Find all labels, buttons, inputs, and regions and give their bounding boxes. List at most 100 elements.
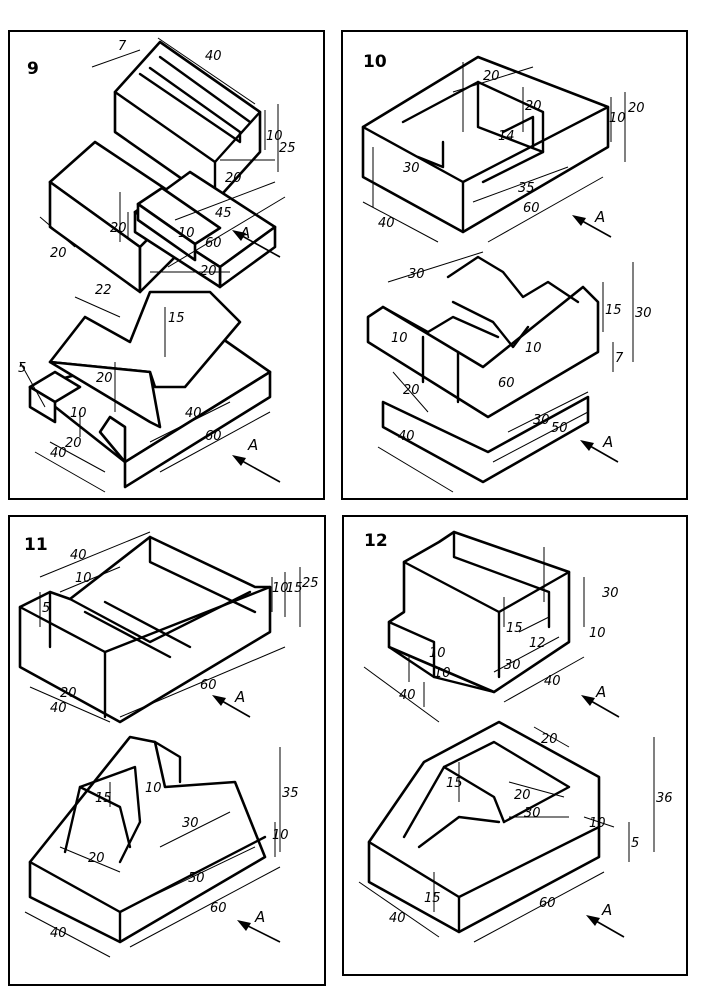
dim-label: 15 bbox=[605, 303, 622, 318]
dim-label: 20 bbox=[88, 851, 105, 866]
dim-label: 45 bbox=[215, 206, 232, 221]
dim-label: 60 bbox=[205, 429, 222, 444]
dim-label: 15 bbox=[506, 621, 523, 636]
dim-label: 20 bbox=[514, 788, 531, 803]
dim-label: 20 bbox=[483, 69, 500, 84]
dim-label: 50 bbox=[551, 421, 568, 436]
dim-label: 20 bbox=[65, 436, 82, 451]
dim-label: 40 bbox=[389, 911, 406, 926]
dim-label: 40 bbox=[70, 548, 87, 563]
dim-label: 20 bbox=[541, 732, 558, 747]
dim-label: 10 bbox=[589, 626, 606, 641]
dim-label: 40 bbox=[50, 701, 67, 716]
dim-label: 10 bbox=[391, 331, 408, 346]
dim-label: 10 bbox=[272, 828, 289, 843]
dim-label: 25 bbox=[302, 576, 319, 591]
dim-label: 40 bbox=[399, 688, 416, 703]
dim-label: 30 bbox=[403, 161, 420, 176]
view-arrow-label: A bbox=[234, 688, 245, 706]
dim-label: 30 bbox=[602, 586, 619, 601]
part-drawing-top: 7 40 10 25 20 20 10 45 60 20 A bbox=[39, 37, 296, 294]
view-arrow-label: A bbox=[239, 224, 250, 242]
isometric-part-drawings: 40 10 5 10 15 25 20 40 60 A bbox=[18, 531, 319, 958]
exercise-panel-12: 12 30 15 10 12 10 10 30 40 40 bbox=[342, 515, 688, 976]
dim-label: 20 bbox=[628, 101, 645, 116]
dim-label: 5 bbox=[18, 361, 26, 376]
dim-label: 30 bbox=[524, 806, 541, 821]
view-arrow-label: A bbox=[601, 901, 612, 919]
dim-label: 60 bbox=[200, 678, 217, 693]
dim-label: 14 bbox=[498, 129, 515, 144]
dim-label: 10 bbox=[145, 781, 162, 796]
dim-label: 30 bbox=[408, 267, 425, 282]
exercise-number: 9 bbox=[27, 59, 39, 79]
dim-label: 5 bbox=[42, 601, 50, 616]
dim-label: 40 bbox=[398, 429, 415, 444]
view-arrow-label: A bbox=[595, 683, 606, 701]
dim-label: 20 bbox=[60, 686, 77, 701]
dim-label: 30 bbox=[533, 413, 550, 428]
dim-label: 15 bbox=[424, 891, 441, 906]
dim-label: 40 bbox=[544, 674, 561, 689]
dim-label: 60 bbox=[523, 201, 540, 216]
isometric-part-drawings: 7 40 10 25 20 20 10 45 60 20 A bbox=[18, 37, 296, 493]
dim-label: 20 bbox=[96, 371, 113, 386]
dim-label: 12 bbox=[529, 636, 546, 651]
exercise-number: 12 bbox=[364, 531, 388, 551]
view-arrow-label: A bbox=[594, 208, 605, 226]
exercise-panel-11: 11 40 10 5 10 15 25 20 40 bbox=[8, 515, 326, 986]
dim-label: 7 bbox=[118, 39, 127, 54]
dim-label: 36 bbox=[656, 791, 673, 806]
dim-label: 40 bbox=[50, 926, 67, 941]
exercise-number: 10 bbox=[363, 52, 387, 72]
part-drawing-bottom: 30 15 30 10 10 7 20 60 30 40 50 A bbox=[366, 251, 652, 493]
dim-label: 40 bbox=[185, 406, 202, 421]
dim-label: 20 bbox=[200, 264, 217, 279]
dim-label: 20 bbox=[110, 221, 127, 236]
dim-label: 15 bbox=[168, 311, 185, 326]
dim-label: 10 bbox=[178, 226, 195, 241]
view-arrow-label: A bbox=[602, 433, 613, 451]
dim-label: 30 bbox=[635, 306, 652, 321]
part-drawing-bottom: 22 20 15 20 5 10 20 40 40 60 A bbox=[18, 264, 281, 493]
isometric-part-drawings: 20 20 14 10 20 30 35 40 60 A bbox=[361, 55, 652, 493]
dim-label: 10 bbox=[609, 111, 626, 126]
dim-label: 20 bbox=[225, 171, 242, 186]
part-drawing-top: 30 15 10 12 10 10 30 40 40 A bbox=[363, 530, 620, 723]
dim-label: 10 bbox=[434, 666, 451, 681]
part-drawing-bottom: 10 15 35 30 10 20 50 40 60 A bbox=[24, 735, 299, 958]
dim-label: 60 bbox=[205, 236, 222, 251]
dim-label: 30 bbox=[504, 658, 521, 673]
view-arrow-label: A bbox=[247, 436, 258, 454]
part-drawing-top: 20 20 14 10 20 30 35 40 60 A bbox=[361, 55, 645, 243]
dim-label: 20 bbox=[525, 99, 542, 114]
dim-label: 25 bbox=[279, 141, 296, 156]
dim-label: 30 bbox=[182, 816, 199, 831]
isometric-part-drawings: 30 15 10 12 10 10 30 40 40 A bbox=[358, 530, 673, 943]
dim-label: 15 bbox=[446, 776, 463, 791]
exercise-number: 11 bbox=[24, 535, 48, 555]
dim-label: 40 bbox=[205, 49, 222, 64]
exercise-panel-9: 9 bbox=[8, 30, 325, 500]
dim-label: 10 bbox=[429, 646, 446, 661]
dim-label: 7 bbox=[615, 351, 624, 366]
dim-label: 10 bbox=[589, 816, 606, 831]
dim-label: 22 bbox=[95, 283, 112, 298]
dim-label: 15 bbox=[286, 581, 303, 596]
dim-label: 15 bbox=[95, 791, 112, 806]
dim-label: 60 bbox=[498, 376, 515, 391]
part-drawing-top: 40 10 5 10 15 25 20 40 60 A bbox=[18, 531, 319, 724]
dim-label: 10 bbox=[525, 341, 542, 356]
dim-label: 50 bbox=[188, 871, 205, 886]
dim-label: 10 bbox=[70, 406, 87, 421]
dim-label: 5 bbox=[631, 836, 639, 851]
dim-label: 40 bbox=[378, 216, 395, 231]
view-arrow-label: A bbox=[254, 908, 265, 926]
dim-label: 40 bbox=[50, 446, 67, 461]
dim-label: 20 bbox=[50, 246, 67, 261]
dim-label: 35 bbox=[282, 786, 299, 801]
part-drawing-bottom: 20 15 20 30 36 10 5 15 40 60 A bbox=[358, 720, 673, 943]
exercise-panel-10: 10 20 20 14 10 20 30 35 4 bbox=[341, 30, 688, 500]
dim-label: 35 bbox=[518, 181, 535, 196]
dim-label: 60 bbox=[539, 896, 556, 911]
